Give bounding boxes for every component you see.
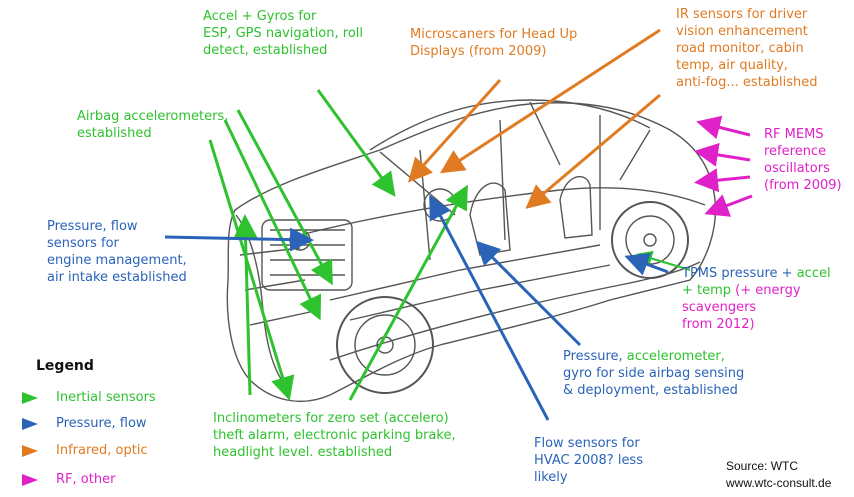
label-pressure-flow: Pressure, flow sensors for engine manage… xyxy=(47,218,187,286)
label-microscanners: Microscaners for Head Up Displays (from … xyxy=(410,26,577,60)
label-ir-sensors: IR sensors for driver vision enhancement… xyxy=(676,6,818,91)
arrow-accel-gyros xyxy=(318,90,392,192)
arrow-rf-4 xyxy=(710,196,752,212)
rear-seat xyxy=(560,177,592,238)
legend-item-infrared: Infrared, optic xyxy=(22,443,148,458)
label-accel-gyros: Accel + Gyros for ESP, GPS navigation, r… xyxy=(203,8,363,59)
legend-title: Legend xyxy=(36,358,94,374)
label-rf-mems: RF MEMS reference oscillators (from 2009… xyxy=(764,126,842,194)
magenta-triangle-icon xyxy=(22,474,38,486)
arrow-incl-2 xyxy=(350,190,465,400)
label-airbag: Airbag accelerometers, established xyxy=(77,108,228,142)
source-credit: Source: WTC www.wtc-consult.de xyxy=(726,458,831,492)
arrow-airbag-3 xyxy=(238,110,330,280)
arrow-flow-hvac xyxy=(432,200,548,420)
blue-triangle-icon xyxy=(22,418,38,430)
legend-item-pressure: Pressure, flow xyxy=(22,416,147,431)
arrow-rf-2 xyxy=(700,152,750,160)
legend-item-inertial: Inertial sensors xyxy=(22,390,156,405)
green-triangle-icon xyxy=(22,392,38,404)
label-side-airbag: Pressure, accelerometer, gyro for side a… xyxy=(563,348,744,399)
arrow-rf-1 xyxy=(702,123,750,135)
arrow-rf-3 xyxy=(700,177,750,182)
label-flow-hvac: Flow sensors for HVAC 2008? less likely xyxy=(534,435,643,486)
orange-triangle-icon xyxy=(22,445,38,457)
arrow-incl-1 xyxy=(245,220,250,395)
arrow-side-airbag xyxy=(480,245,580,345)
label-tpms: TPMS pressure + accel + temp (+ energy s… xyxy=(682,265,831,333)
label-inclinometers: Inclinometers for zero set (accelero) th… xyxy=(213,410,456,461)
legend-item-rf: RF, other xyxy=(22,472,115,487)
